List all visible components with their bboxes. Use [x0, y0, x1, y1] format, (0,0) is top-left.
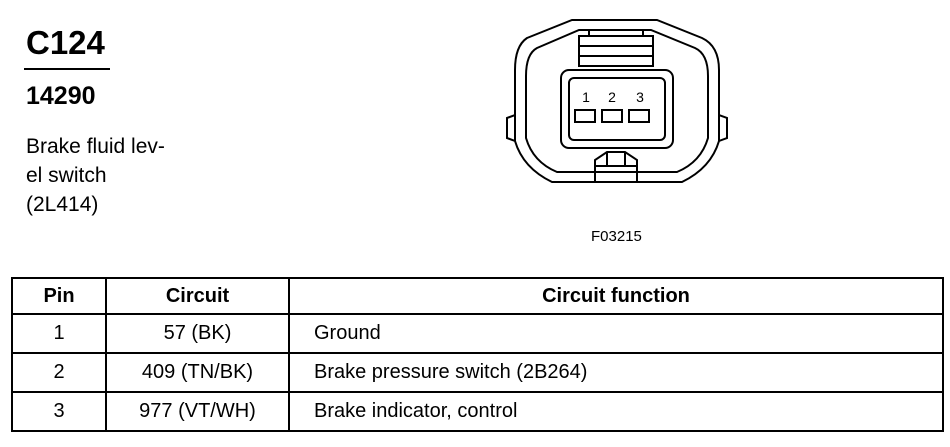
- table-row: 3 977 (VT/WH) Brake indicator, control: [11, 391, 944, 432]
- connector-keyway: [594, 151, 638, 182]
- description-line: Brake fluid lev-: [26, 135, 165, 158]
- pin-label: 2: [608, 89, 616, 105]
- description-line: el switch: [26, 164, 107, 187]
- table-row: 1 57 (BK) Ground: [11, 313, 944, 354]
- cell-function: Ground: [288, 313, 944, 354]
- description-line: (2L414): [26, 193, 99, 216]
- table-row: 2 409 (TN/BK) Brake pressure switch (2B2…: [11, 352, 944, 393]
- figure-code: F03215: [591, 228, 642, 245]
- pin-label: 3: [636, 89, 644, 105]
- table-header-row: Pin Circuit Circuit function: [11, 277, 944, 315]
- cell-circuit: 409 (TN/BK): [105, 352, 290, 393]
- cell-pin: 2: [11, 352, 107, 393]
- cell-function: Brake pressure switch (2B264): [288, 352, 944, 393]
- connector-housing-inner: [525, 29, 709, 173]
- header-pin: Pin: [11, 277, 107, 315]
- pin-label: 1: [582, 89, 590, 105]
- connector-housing-outer: [506, 19, 728, 183]
- connector-latch: [578, 35, 654, 67]
- cell-circuit: 977 (VT/WH): [105, 391, 290, 432]
- terminal-block-inner: [568, 77, 666, 141]
- cell-circuit: 57 (BK): [105, 313, 290, 354]
- pin-cavity-2: [601, 109, 623, 123]
- connector-face-diagram: 1 2 3: [506, 19, 728, 183]
- pin-cavity-3: [628, 109, 650, 123]
- connector-description: Brake fluid lev- el switch (2L414): [26, 132, 226, 219]
- header-circuit: Circuit: [105, 277, 290, 315]
- connector-id: C124: [26, 24, 105, 61]
- pin-cavity-1: [574, 109, 596, 123]
- cell-function: Brake indicator, control: [288, 391, 944, 432]
- cell-pin: 3: [11, 391, 107, 432]
- cell-pin: 1: [11, 313, 107, 354]
- part-number: 14290: [26, 82, 96, 110]
- terminal-block-outer: [560, 69, 674, 149]
- pin-table: Pin Circuit Circuit function 1 57 (BK) G…: [11, 277, 944, 432]
- title-underline: [24, 68, 110, 70]
- header-circuit-function: Circuit function: [288, 277, 944, 315]
